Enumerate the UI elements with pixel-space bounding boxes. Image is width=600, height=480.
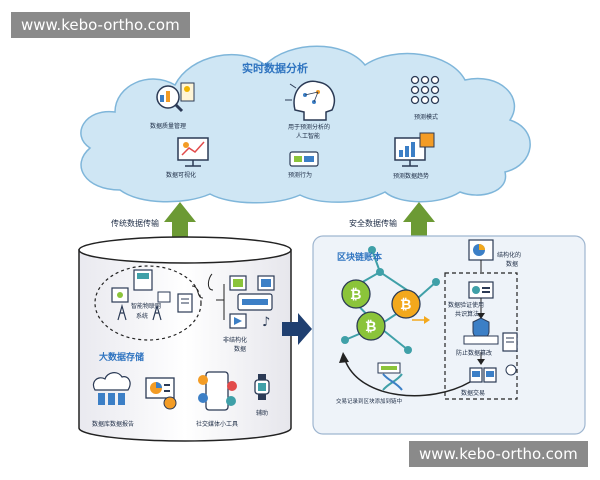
svg-text:₿: ₿ (365, 319, 376, 335)
cloud-title: 实时数据分析 (242, 62, 308, 75)
blockchain-network: ₿ ₿ ₿ (341, 246, 440, 354)
data-quality-icon (156, 82, 195, 113)
label-predict-trend: 预测数据趋势 (393, 173, 430, 180)
up-arrow-right (403, 202, 435, 244)
report-board-icon (145, 377, 177, 410)
data-trade-icon (469, 364, 517, 383)
label-assist: 辅助 (256, 410, 269, 417)
label-db-report: 数据库数据报告 (92, 421, 135, 428)
predict-mode-icon (410, 75, 440, 105)
social-media-phone-icon (198, 371, 237, 411)
label-traditional-transfer: 传统数据传输 (111, 219, 159, 228)
blockchain-title: 区块链账本 (337, 253, 383, 263)
watermark-bottom: www.kebo-ortho.com (409, 441, 588, 467)
visualization-icon (177, 137, 209, 167)
label-verify-line1: 数据验证使用 (448, 302, 485, 309)
tamper-proof-icon (463, 317, 499, 365)
label-predict-behavior: 预测行为 (288, 172, 313, 179)
watermark-top: www.kebo-ortho.com (11, 12, 190, 38)
label-data-quality: 数据质量管理 (150, 123, 187, 130)
cloud-database-icon (92, 372, 131, 405)
label-structured-line2: 数据 (506, 261, 519, 268)
svg-text:₿: ₿ (350, 287, 361, 303)
label-social: 社交媒体小工具 (196, 421, 239, 428)
smartwatch-icon (254, 374, 270, 400)
unstructured-data-icon: ♪ (191, 273, 275, 330)
label-predict-mode: 预测模式 (414, 114, 439, 121)
verify-consensus-icon (468, 281, 494, 319)
label-secure-transfer: 安全数据传输 (349, 219, 397, 228)
ai-head-icon (285, 80, 336, 121)
svg-text:♪: ♪ (262, 315, 270, 330)
label-visualization: 数据可视化 (166, 172, 197, 179)
label-iot: 智能物联网 (131, 303, 162, 310)
label-ai-line1: 用于预测分析的 (288, 124, 331, 131)
right-arrow (282, 313, 312, 345)
svg-text:₿: ₿ (400, 297, 411, 313)
predict-behavior-icon (289, 151, 319, 167)
transaction-chain-icon (377, 362, 403, 391)
label-ai-line2: 人工智能 (296, 133, 321, 140)
label-structured-line1: 结构化的 (497, 252, 522, 259)
predict-trend-icon (394, 132, 435, 167)
iot-dashed-circle (94, 265, 202, 341)
label-system: 系统 (136, 313, 149, 320)
label-tx-added: 交易记录到区块添加到链中 (336, 399, 403, 405)
up-arrow-left (164, 202, 196, 244)
label-unstructured-line2: 数据 (234, 346, 247, 353)
iot-icon (111, 269, 193, 321)
label-trade: 数据交易 (461, 390, 486, 397)
structured-data-icon (468, 239, 494, 272)
return-arrow (339, 352, 471, 397)
document-icon (502, 332, 518, 352)
label-tamper: 防止数据篡改 (456, 350, 493, 357)
label-unstructured-line1: 非结构化 (223, 337, 248, 344)
label-verify-line2: 共识算法 (455, 311, 480, 318)
bigdata-title: 大数据存储 (99, 353, 145, 363)
